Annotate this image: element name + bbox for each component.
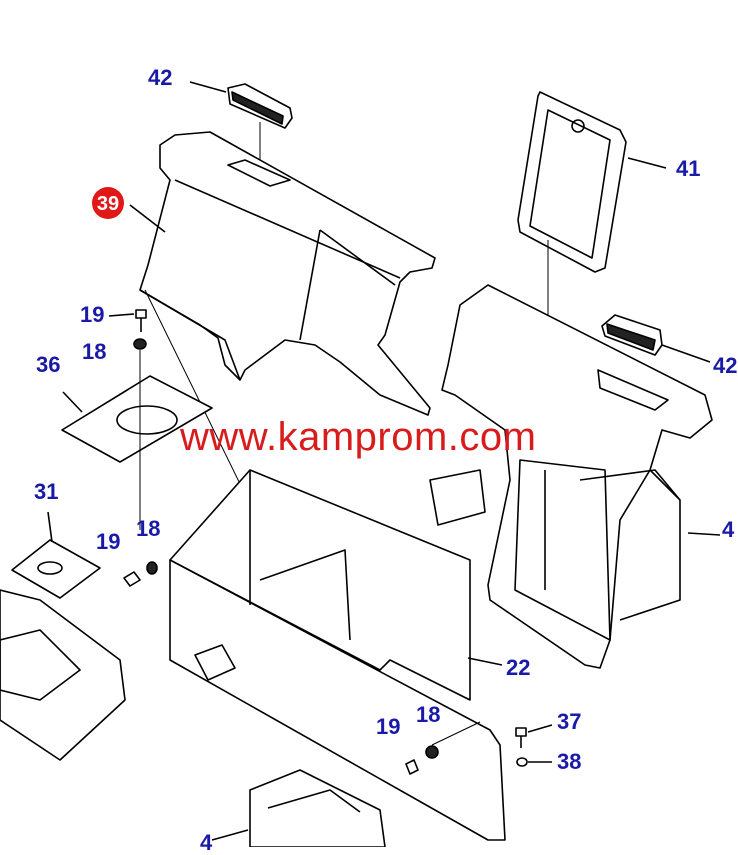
highlight-badge-39: 39 <box>92 187 124 219</box>
part-31-plate <box>11 511 101 599</box>
callout-18-b: 18 <box>136 516 161 541</box>
part-4-bottom-duct <box>211 769 386 847</box>
part-36-plate <box>61 375 213 463</box>
callout-22: 22 <box>506 655 531 680</box>
fastener-19-18-37-38 <box>405 721 553 775</box>
callout-37: 37 <box>557 709 582 734</box>
callout-36: 36 <box>36 352 61 377</box>
callout-4-right: 4 <box>722 517 735 542</box>
callout-42-right: 42 <box>713 353 738 378</box>
highlight-badge-text: 39 <box>96 193 120 215</box>
part-22-box <box>169 469 506 841</box>
part-4-right-console <box>441 284 721 669</box>
callout-19-c: 19 <box>376 714 401 739</box>
callout-18: 18 <box>82 339 107 364</box>
part-42-top <box>189 81 293 170</box>
part-42-right <box>601 314 711 363</box>
callout-4-bottom: 4 <box>200 830 213 855</box>
left-console <box>0 589 126 761</box>
callout-19: 19 <box>80 302 105 327</box>
callout-38: 38 <box>557 749 582 774</box>
callout-19-b: 19 <box>96 529 121 554</box>
callout-31: 31 <box>34 479 59 504</box>
part-39-panel <box>129 131 436 546</box>
watermark: www.kamprom.com <box>180 415 537 459</box>
callout-18-c: 18 <box>416 702 441 727</box>
fastener-19-18-b <box>123 561 158 587</box>
fastener-19-18-a <box>108 309 147 530</box>
callout-42: 42 <box>148 65 173 90</box>
callout-41: 41 <box>676 156 701 181</box>
